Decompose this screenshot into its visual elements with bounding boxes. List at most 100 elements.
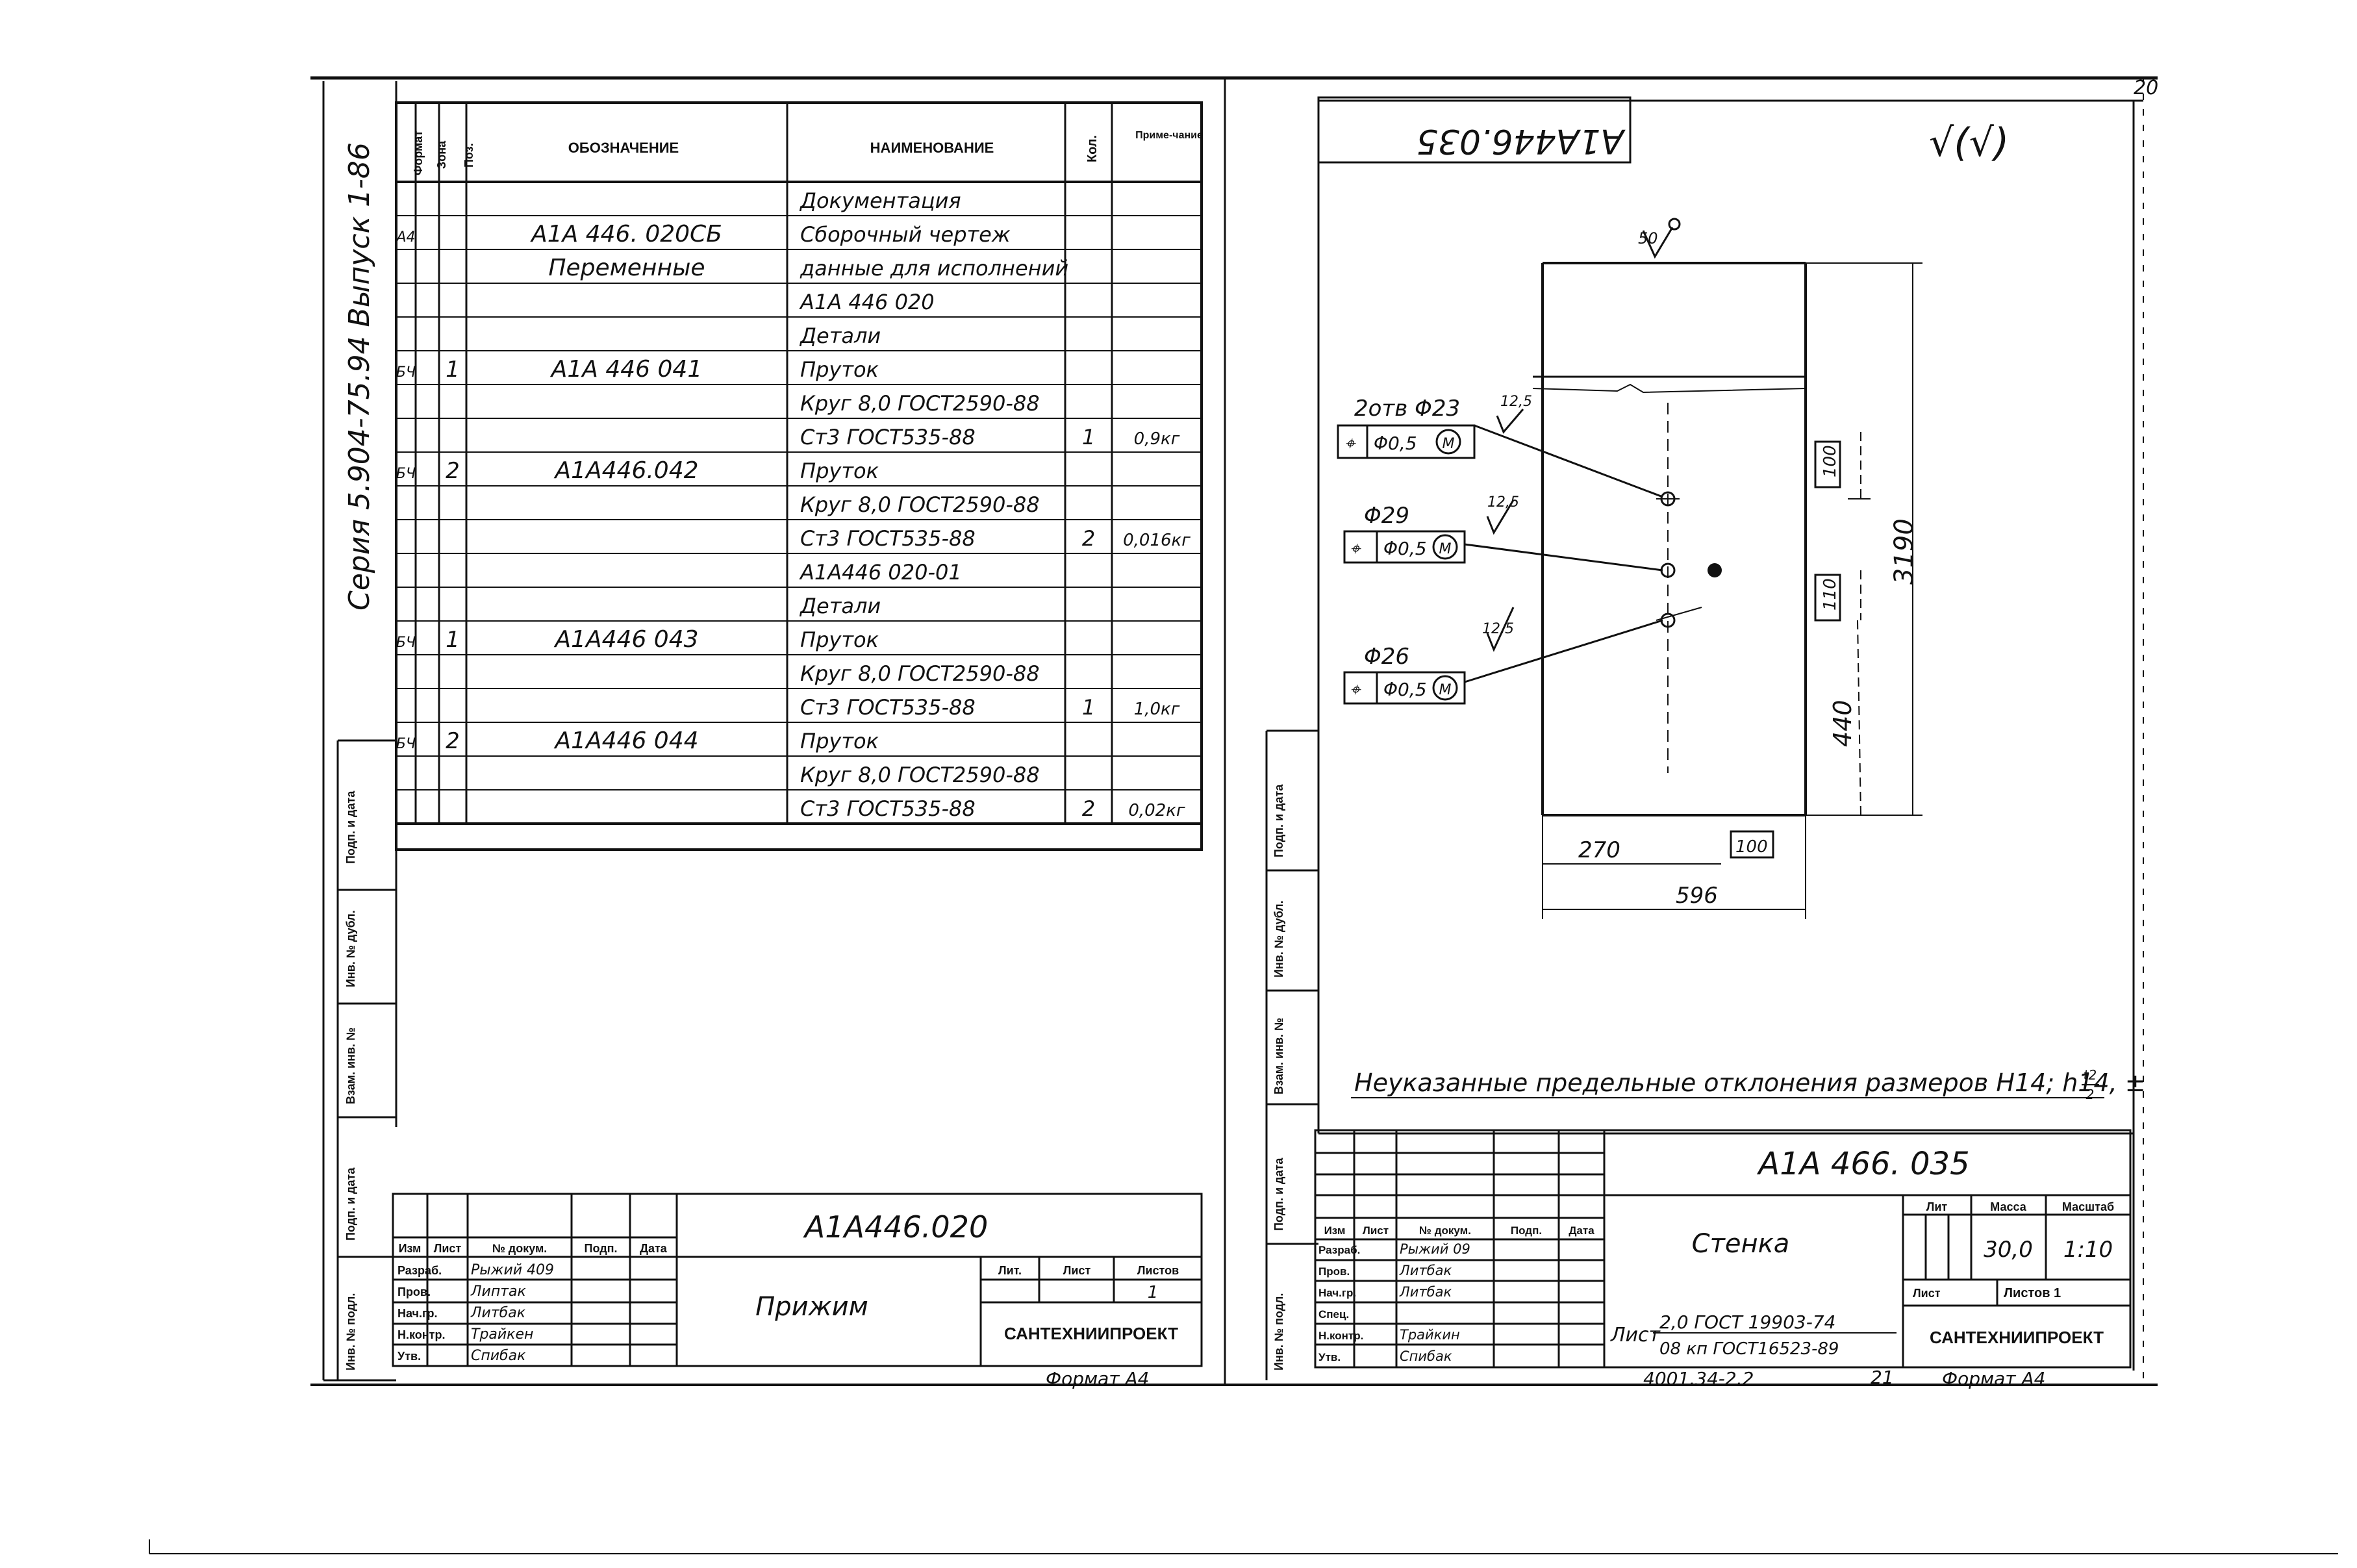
right-format-label: Формат А4 <box>1942 1368 2045 1389</box>
header-note: Приме-чание <box>1135 130 1203 141</box>
svg-text:100: 100 <box>1821 445 1840 477</box>
spec-table-grid <box>395 101 1203 851</box>
role-name: Рыжий 409 <box>471 1262 554 1278</box>
svg-text:2: 2 <box>2086 1087 2095 1102</box>
designation-cell: А1А446 043 <box>553 626 698 653</box>
svg-text:M: M <box>1439 541 1452 557</box>
svg-text:M: M <box>1439 682 1452 698</box>
name-cell: Детали <box>799 594 881 618</box>
svg-text:100: 100 <box>1735 837 1768 857</box>
svg-text:12,5: 12,5 <box>1500 394 1532 410</box>
svg-text:3190: 3190 <box>1889 518 1919 585</box>
qty-cell: 1 <box>1082 695 1095 720</box>
mass-value: 30,0 <box>1984 1237 2033 1263</box>
right-side-labels: Подп. и дата Инв. № дубл. Взам. инв. № П… <box>1272 784 1285 1371</box>
svg-text:596: 596 <box>1676 883 1718 909</box>
name-cell: Сборочный чертеж <box>800 222 1011 247</box>
table-row: Детали <box>799 594 881 618</box>
role-name: Спибак <box>1400 1348 1452 1364</box>
name-cell: А1А446 020-01 <box>799 560 962 585</box>
svg-text:50: 50 <box>1638 229 1658 247</box>
roughness-top: 50 <box>1638 218 1681 259</box>
table-row: Круг 8,0 ГОСТ2590-88 <box>800 661 1040 686</box>
role-label: Спец. <box>1318 1308 1349 1321</box>
side-label: Подп. и дата <box>344 790 357 864</box>
left-designation: А1А446.020 <box>803 1209 988 1245</box>
right-col-sign: Подп. <box>1511 1224 1542 1237</box>
svg-text:Φ0,5: Φ0,5 <box>1374 433 1417 454</box>
header-designation: ОБОЗНАЧЕНИЕ <box>568 140 679 156</box>
part-outline <box>1532 262 1807 816</box>
role-label: Пров. <box>1318 1265 1350 1278</box>
svg-text:Φ0,5: Φ0,5 <box>1383 538 1427 559</box>
left-roles: Разраб.Рыжий 409Пров.ЛиптакНач.гр.Литбак… <box>397 1262 554 1364</box>
designation-cell: А1А 446. 020СБ <box>530 221 722 247</box>
surface-finish-mark: √(√) <box>1929 120 2009 166</box>
svg-text:Φ26: Φ26 <box>1364 644 1409 670</box>
table-row: Детали <box>799 323 881 348</box>
hole-2: Φ29 ⌖ Φ0,5 M 12,5 <box>1343 494 1722 578</box>
header-format: Формат <box>412 131 425 175</box>
mirrored-stamp: А1А446.035 <box>1417 121 1626 160</box>
left-sheets-label: Листов <box>1137 1264 1179 1277</box>
role-name: Литбак <box>1399 1284 1452 1300</box>
hole-1: 2отв Φ23 ⌖ Φ0,5 M 12,5 <box>1337 394 1680 507</box>
role-name: Липтак <box>470 1283 527 1300</box>
name-cell: Документация <box>799 188 961 213</box>
svg-text:12,5: 12,5 <box>1487 494 1519 511</box>
left-sheet-label: Лист <box>1063 1264 1091 1277</box>
sheets-label: Листов 1 <box>2004 1286 2061 1300</box>
col-label-list: Лист <box>434 1242 462 1255</box>
svg-text:Φ0,5: Φ0,5 <box>1383 679 1427 700</box>
side-label: Инв. № дубл. <box>1272 900 1285 978</box>
side-label: Взам. инв. № <box>344 1028 357 1104</box>
role-label: Нач.гр. <box>1318 1287 1356 1299</box>
svg-text:12,5: 12,5 <box>1482 621 1514 637</box>
note-cell: 0,016кг <box>1123 531 1191 550</box>
col-label-izm: Изм <box>399 1242 422 1255</box>
header-name: НАИМЕНОВАНИЕ <box>870 140 994 156</box>
name-cell: Пруток <box>800 627 879 652</box>
side-label: Подп. и дата <box>1272 784 1285 857</box>
dimensions: 3190 100 110 440 270 100 596 <box>1542 262 1922 919</box>
right-corner-number: 20 <box>2134 77 2158 99</box>
mass-header: Масса <box>1990 1200 2026 1213</box>
name-cell: Круг 8,0 ГОСТ2590-88 <box>800 661 1040 686</box>
tolerance-note: Неуказанные предельные отклонения размер… <box>1351 1067 2146 1102</box>
format-cell: БЧ <box>396 466 416 482</box>
role-label: Пров. <box>397 1285 431 1298</box>
name-cell: Пруток <box>800 459 879 483</box>
left-title-block: Изм Лист № докум. Подп. Дата Разраб.Рыжи… <box>392 1193 1203 1367</box>
note-cell: 0,9кг <box>1134 429 1180 449</box>
side-label: Инв. № подл. <box>344 1293 357 1371</box>
table-row: Круг 8,0 ГОСТ2590-88 <box>800 763 1040 787</box>
format-cell: БЧ <box>396 736 416 752</box>
side-label: Подп. и дата <box>344 1167 357 1241</box>
hole-3: Φ26 ⌖ Φ0,5 M 12,5 <box>1343 607 1702 705</box>
lit-header: Лит <box>1926 1200 1948 1213</box>
role-name: Литбак <box>470 1305 526 1321</box>
qty-cell: 2 <box>1082 796 1095 821</box>
role-label: Утв. <box>397 1350 421 1363</box>
name-cell: данные для исполнений <box>800 256 1068 281</box>
note-cell: 0,02кг <box>1128 801 1185 820</box>
table-row: Круг 8,0 ГОСТ2590-88 <box>800 492 1040 517</box>
col-label-date: Дата <box>640 1242 668 1255</box>
name-cell: Детали <box>799 323 881 348</box>
spec-header: Формат Зона Поз. ОБОЗНАЧЕНИЕ НАИМЕНОВАНИ… <box>412 130 1203 175</box>
right-org: САНТЕХНИИПРОЕКТ <box>1930 1328 2104 1347</box>
header-zone: Зона <box>435 140 448 169</box>
left-part-name: Прижим <box>755 1292 868 1322</box>
svg-text:Φ29: Φ29 <box>1364 503 1409 529</box>
side-label: Взам. инв. № <box>1272 1018 1285 1094</box>
left-sheet: Серия 5.904-75.94 Выпуск 1-86 Подп. и да… <box>322 81 1203 1389</box>
role-label: Разраб. <box>397 1264 442 1277</box>
designation-cell: А1А446 044 <box>553 727 698 754</box>
